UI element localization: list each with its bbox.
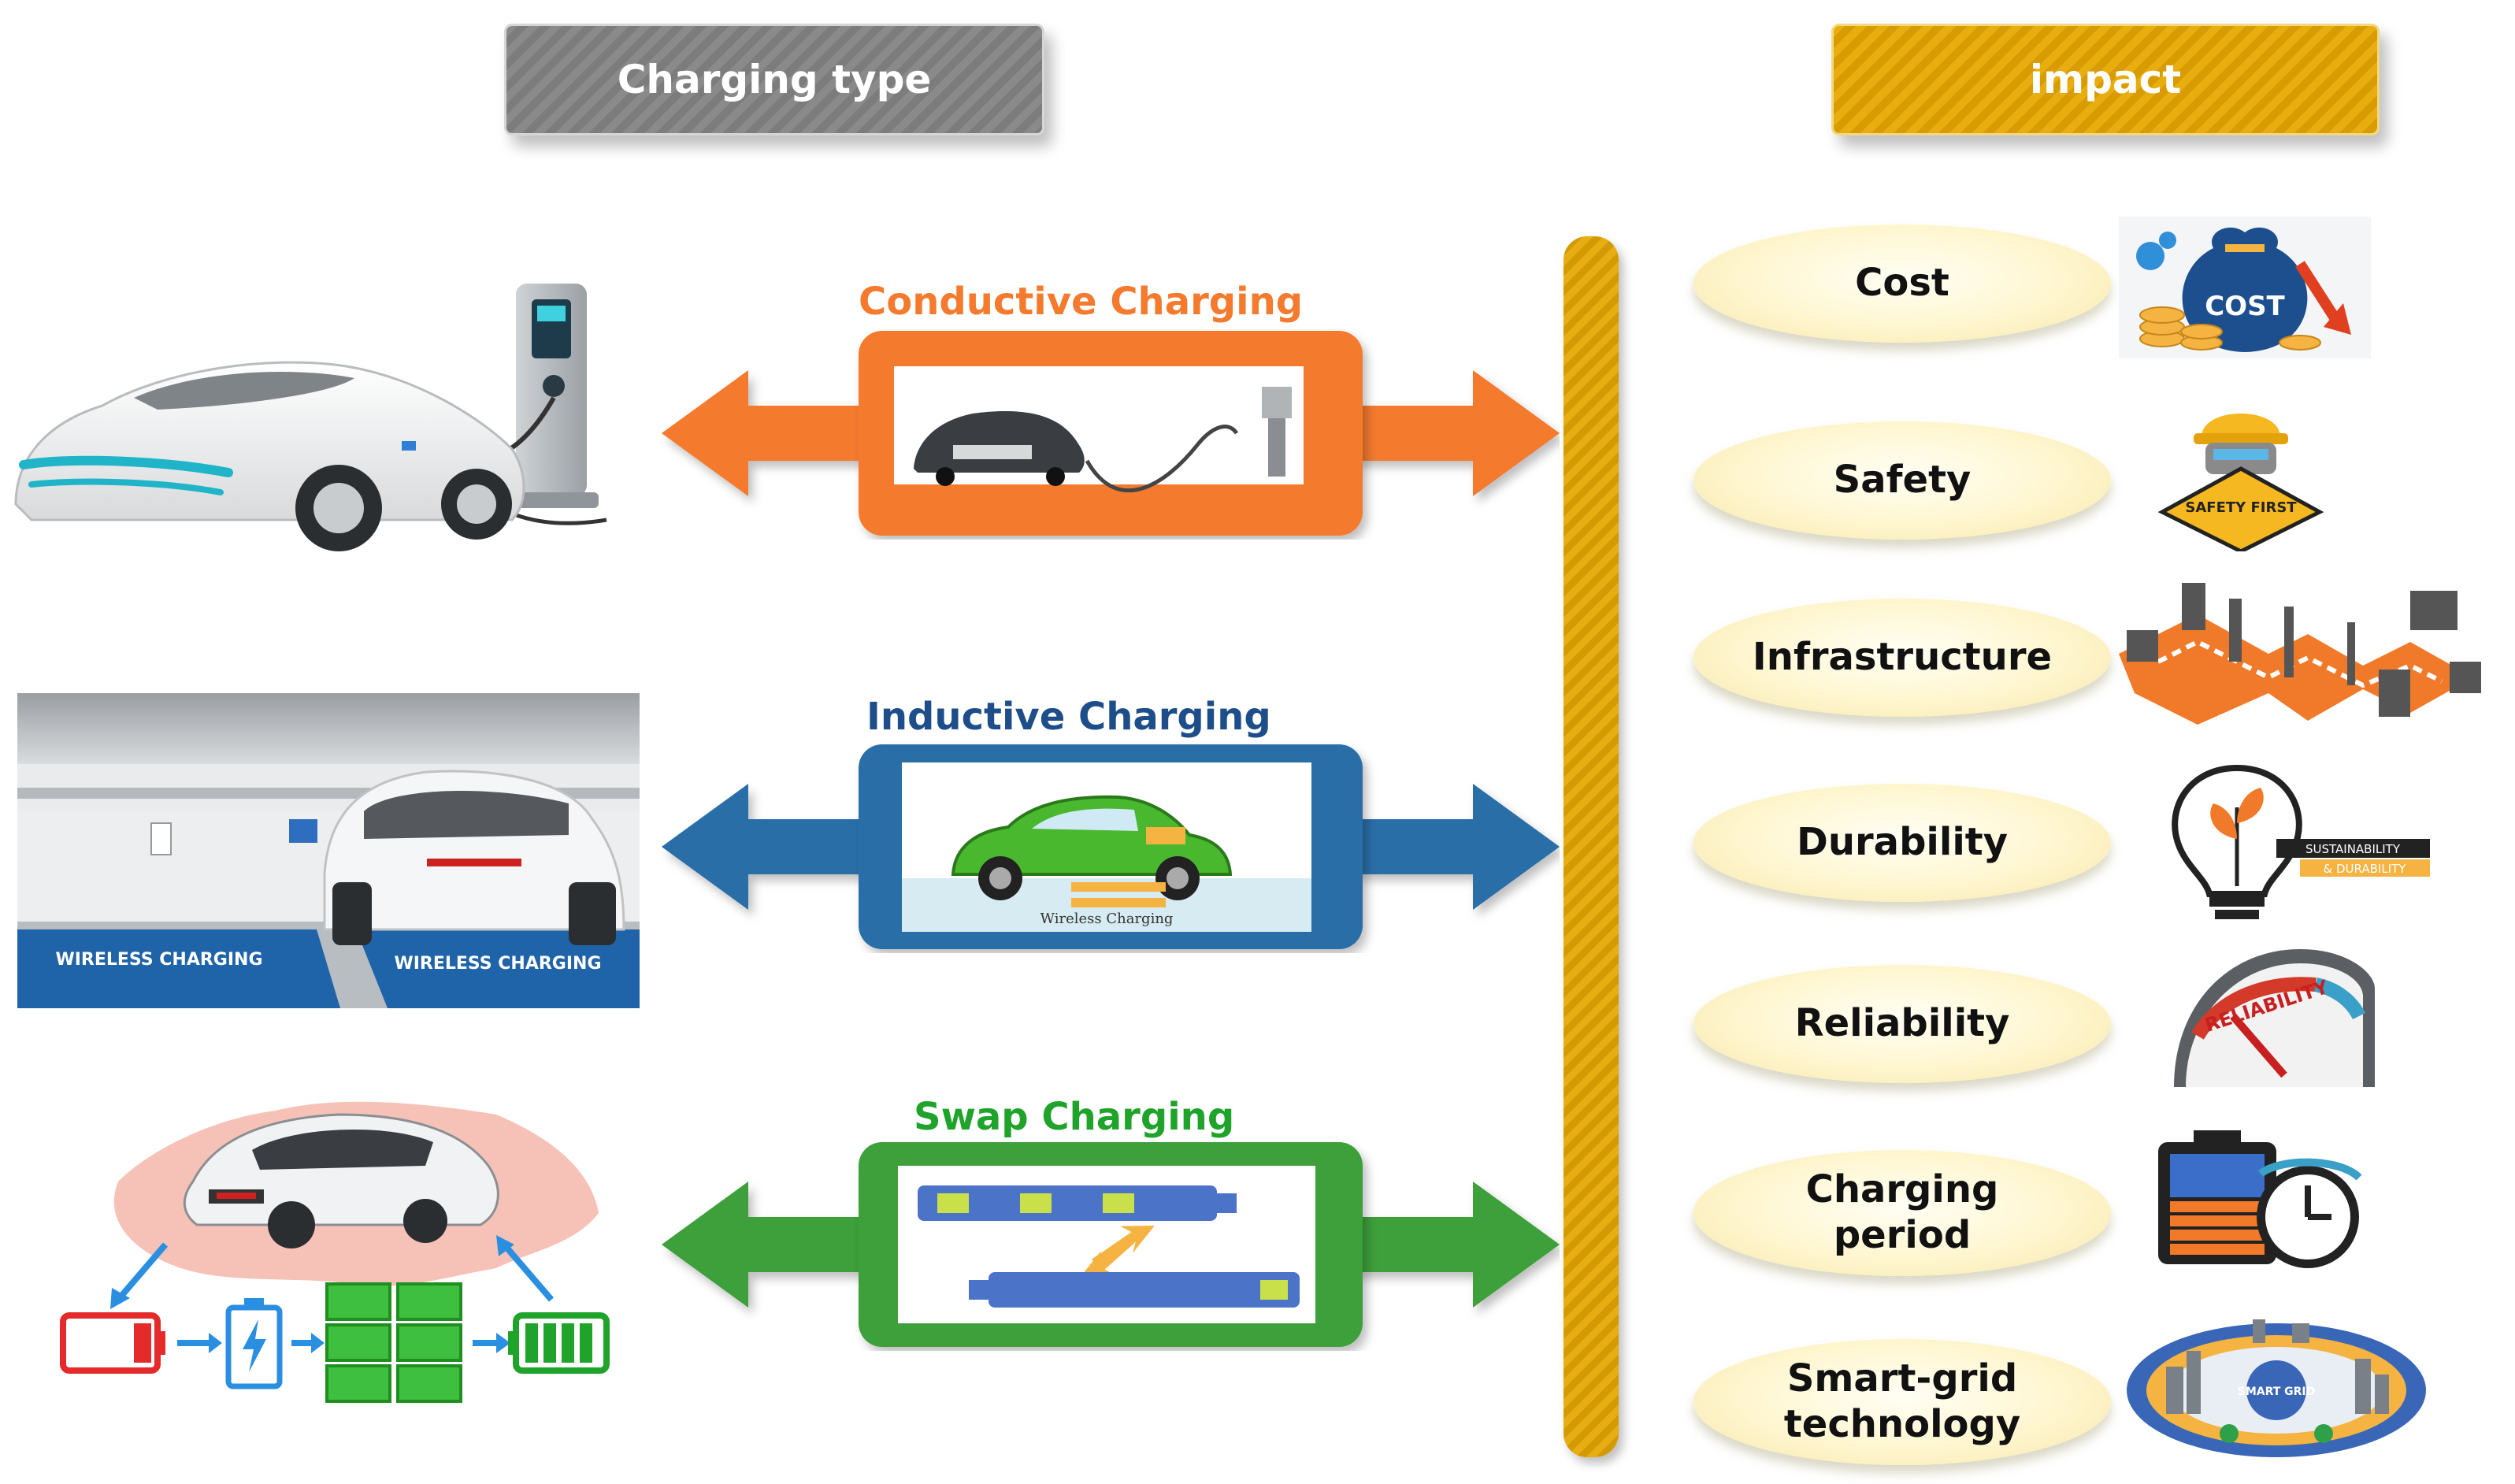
impact-durability-line-1: Durability (1796, 820, 2009, 865)
inductive-charging-title: Inductive Charging (866, 695, 1271, 739)
battery-swap-network-illustration (60, 1101, 610, 1403)
impact-smart-grid-line-1: Smart-grid (1786, 1356, 2018, 1401)
inductive-charging-arrow: Wireless Charging (662, 744, 1560, 949)
impact-charging-period-line-2: period (1833, 1213, 1972, 1257)
impact-header: impact (1831, 24, 2380, 135)
smart-grid-center-label: SMART GRID (2238, 1386, 2316, 1398)
sustainability-label-2: & DURABILITY (2324, 862, 2407, 876)
cost-money-bag-icon: COST (2119, 217, 2371, 358)
cost-bag-label: COST (2205, 291, 2285, 322)
impact-reliability: Reliability (1693, 965, 2111, 1083)
impact-cost: Cost (1693, 224, 2111, 343)
impact-safety-line-1: Safety (1833, 458, 1972, 503)
battery-clock-icon (2158, 1130, 2362, 1268)
impact-durability: Durability (1693, 784, 2111, 902)
wireless-panel-label: Wireless Charging (1040, 911, 1174, 927)
swap-charging-title: Swap Charging (914, 1095, 1235, 1139)
conductive-charging-title: Conductive Charging (859, 280, 1304, 324)
impact-infrastructure: Infrastructure (1693, 599, 2111, 717)
impact-infrastructure-line-1: Infrastructure (1752, 635, 2053, 680)
impact-reliability-line-1: Reliability (1794, 1001, 2010, 1046)
impact-safety: Safety (1693, 421, 2111, 540)
floor-label-right: WIRELESS CHARGING (394, 954, 601, 974)
sustainability-label-1: SUSTAINABILITY (2305, 842, 2401, 856)
charging-type-header: Charging type (504, 24, 1044, 135)
vertical-connector-bar (1564, 236, 1619, 1457)
conductive-charging-arrow (662, 331, 1560, 536)
safety-first-worker-icon: SAFETY FIRST (2157, 414, 2324, 551)
sustainability-bulb-icon: SUSTAINABILITY & DURABILITY (2172, 764, 2430, 919)
floor-label-left: WIRELESS CHARGING (55, 950, 262, 970)
safety-sign-label: SAFETY FIRST (2185, 499, 2297, 516)
impact-cost-line-1: Cost (1855, 261, 1949, 306)
wireless-parking-photo: WIRELESS CHARGING WIRELESS CHARGING (17, 693, 640, 1008)
reliability-gauge-icon: RELIABILITY (2174, 949, 2375, 1087)
infrastructure-grid-map-icon (2119, 583, 2481, 725)
impact-smart-grid-line-2: technology (1783, 1402, 2021, 1446)
impact-charging-period-line-1: Charging (1805, 1167, 1999, 1212)
smart-grid-city-icon: SMART GRID (2127, 1319, 2426, 1457)
conductive-charging-car-photo (14, 284, 607, 551)
swap-charging-arrow (662, 1142, 1560, 1347)
